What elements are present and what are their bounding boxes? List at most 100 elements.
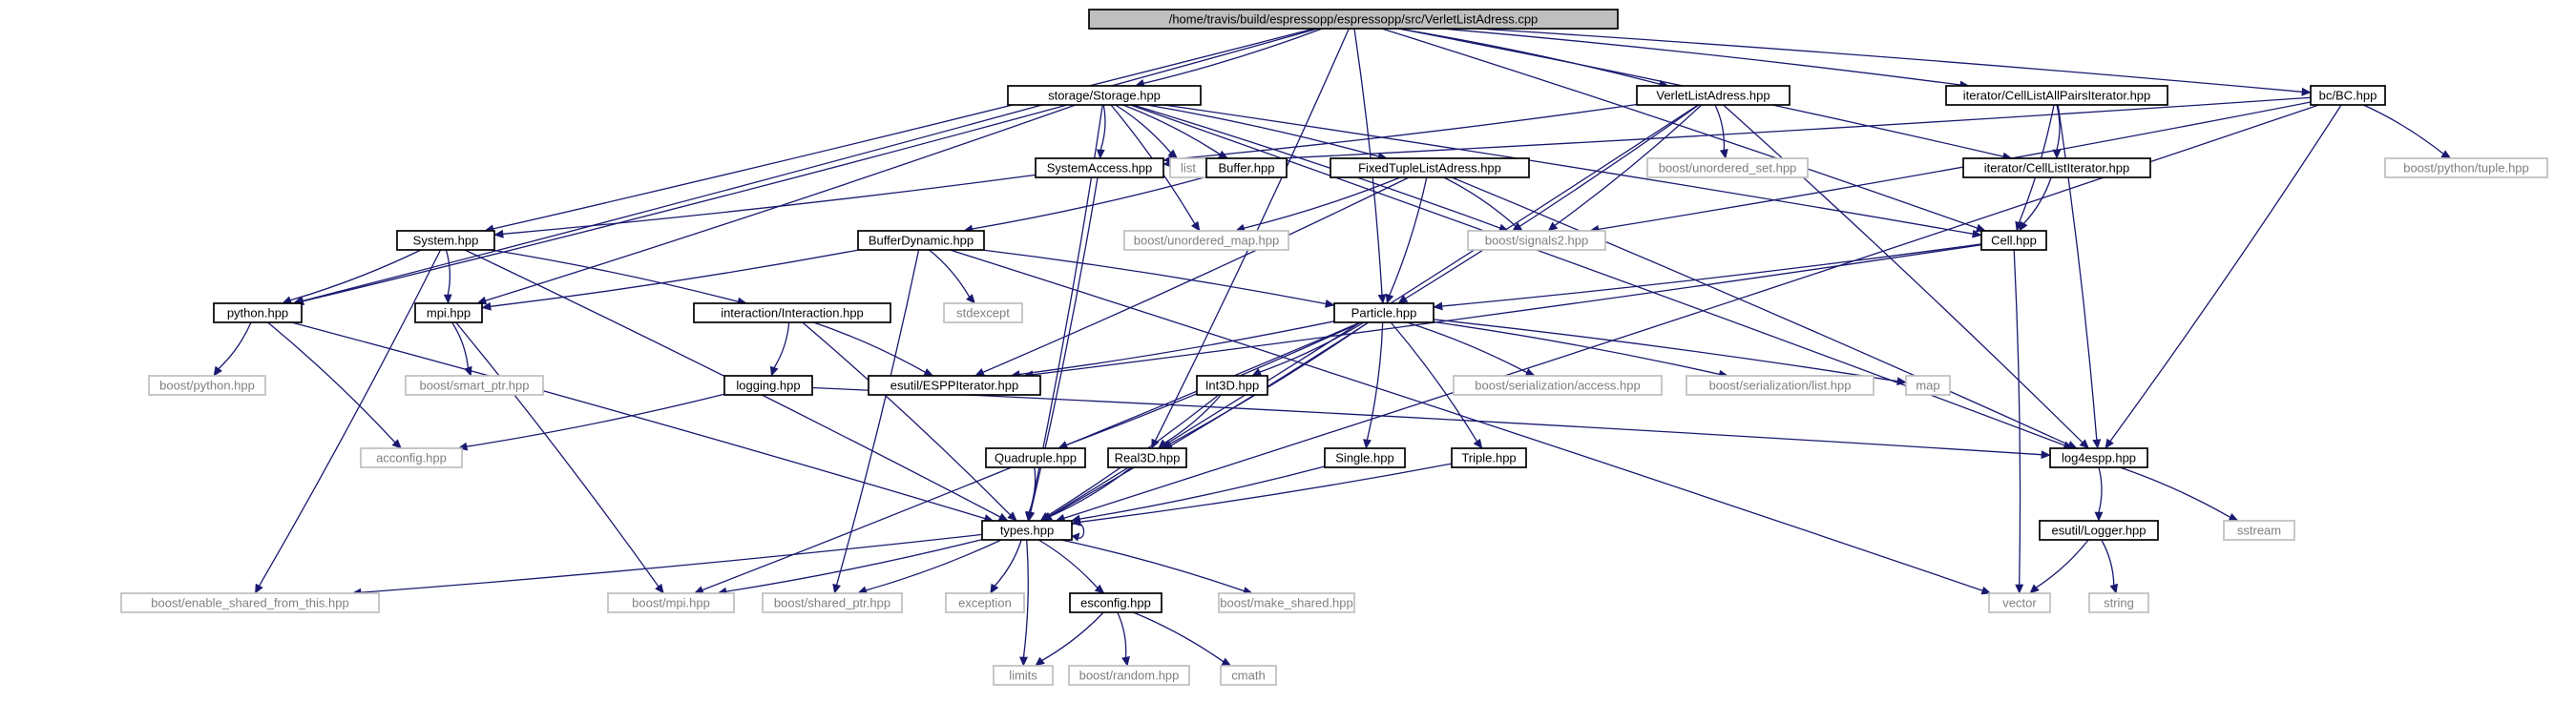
edge-quadruple-to-types bbox=[1024, 466, 1037, 522]
edge-bufdyn-to-vector bbox=[950, 249, 1992, 595]
node-box bbox=[414, 302, 483, 323]
edge-storage-to-buffer bbox=[1122, 104, 1229, 159]
node-python[interactable]: python.hpp bbox=[213, 302, 303, 323]
node-label: esutil/Logger.hpp bbox=[2051, 524, 2146, 538]
node-sysaccess[interactable]: SystemAccess.hpp bbox=[1035, 157, 1164, 178]
node-celllistit[interactable]: iterator/CellListIterator.hpp bbox=[1962, 157, 2151, 178]
edge-line bbox=[1164, 394, 1222, 444]
node-mpi[interactable]: mpi.hpp bbox=[414, 302, 483, 323]
node-allpairs[interactable]: iterator/CellListAllPairsIterator.hpp bbox=[1945, 85, 2168, 106]
edge-system-to-python bbox=[282, 249, 422, 304]
node-types[interactable]: types.hpp bbox=[981, 520, 1073, 541]
edge-fixedtuple-to-log4espp bbox=[1451, 176, 2078, 449]
node-label: boost/random.hpp bbox=[1079, 669, 1180, 683]
node-logger[interactable]: esutil/Logger.hpp bbox=[2039, 520, 2159, 541]
edge-arrowhead bbox=[2228, 513, 2239, 522]
node-label: FixedTupleListAdress.hpp bbox=[1358, 161, 1501, 176]
node-box bbox=[1107, 447, 1187, 468]
node-storage[interactable]: storage/Storage.hpp bbox=[1007, 85, 1202, 106]
edge-arrowhead bbox=[990, 583, 999, 594]
edge-line bbox=[1049, 321, 1369, 517]
edge-line bbox=[1433, 319, 1898, 382]
edge-interaction-to-espp bbox=[813, 321, 934, 377]
edge-sysaccess-to-system bbox=[493, 174, 1037, 238]
node-label: Real3D.hpp bbox=[1115, 451, 1181, 465]
node-limits: limits bbox=[993, 665, 1054, 686]
edge-line bbox=[466, 393, 725, 447]
node-interaction[interactable]: interaction/Interaction.hpp bbox=[693, 302, 891, 323]
node-quadruple[interactable]: Quadruple.hpp bbox=[985, 447, 1086, 468]
node-label: Triple.hpp bbox=[1461, 451, 1516, 465]
edge-arrowhead bbox=[1007, 511, 1017, 522]
node-bc[interactable]: bc/BC.hpp bbox=[2310, 85, 2386, 106]
node-box bbox=[213, 302, 303, 323]
edge-line bbox=[1451, 176, 2069, 445]
node-box bbox=[1196, 375, 1268, 396]
node-buffer[interactable]: Buffer.hpp bbox=[1205, 157, 1288, 178]
edge-line bbox=[1028, 466, 1037, 513]
edge-logger-to-string bbox=[2101, 539, 2119, 594]
edge-arrowhead bbox=[832, 583, 842, 594]
edge-esconfig-to-limits bbox=[1035, 611, 1104, 667]
edge-arrowhead bbox=[974, 368, 986, 377]
node-root[interactable]: /home/travis/build/espressopp/espressopp… bbox=[1088, 9, 1619, 30]
edge-bufdyn-to-particle bbox=[981, 249, 1335, 308]
edge-root-to-system bbox=[484, 28, 1315, 234]
node-label: boost/serialization/access.hpp bbox=[1475, 379, 1640, 393]
edge-esconfig-to-random bbox=[1117, 611, 1130, 667]
node-logging[interactable]: logging.hpp bbox=[723, 375, 813, 396]
edges-layer bbox=[213, 28, 2452, 667]
edge-root-to-storage bbox=[1134, 28, 1323, 88]
node-label: map bbox=[1916, 379, 1939, 393]
node-unordset: boost/unordered_set.hpp bbox=[1646, 157, 1809, 178]
node-label: Quadruple.hpp bbox=[995, 451, 1077, 465]
edge-line bbox=[1441, 243, 1982, 307]
edge-line bbox=[994, 539, 1022, 587]
node-box bbox=[2088, 592, 2149, 613]
edge-arrowhead bbox=[2440, 150, 2452, 159]
edge-arrowhead bbox=[769, 365, 779, 377]
node-label: cmath bbox=[1231, 669, 1265, 683]
node-label: logging.hpp bbox=[736, 379, 800, 393]
edge-line bbox=[2363, 104, 2444, 155]
node-string: string bbox=[2088, 592, 2149, 613]
edge-line bbox=[950, 249, 1983, 591]
node-single[interactable]: Single.hpp bbox=[1324, 447, 1406, 468]
node-triple[interactable]: Triple.hpp bbox=[1451, 447, 1527, 468]
node-bufdyn[interactable]: BufferDynamic.hpp bbox=[857, 230, 985, 251]
node-box bbox=[1453, 375, 1663, 396]
edge-line bbox=[981, 249, 1327, 305]
node-verletlist[interactable]: VerletListAdress.hpp bbox=[1636, 85, 1791, 106]
edge-line bbox=[1163, 104, 1974, 235]
node-log4espp[interactable]: log4espp.hpp bbox=[2049, 447, 2148, 468]
node-box bbox=[120, 592, 380, 613]
node-fixedtuple[interactable]: FixedTupleListAdress.hpp bbox=[1330, 157, 1530, 178]
node-label: limits bbox=[1009, 669, 1037, 683]
node-acconfig: acconfig.hpp bbox=[360, 447, 463, 468]
node-box bbox=[1088, 9, 1619, 30]
edge-line bbox=[1032, 244, 1982, 376]
edge-cell-to-particle bbox=[1433, 243, 1982, 311]
node-system[interactable]: System.hpp bbox=[396, 230, 495, 251]
node-real3d[interactable]: Real3D.hpp bbox=[1107, 447, 1187, 468]
node-particle[interactable]: Particle.hpp bbox=[1333, 302, 1435, 323]
edge-arrowhead bbox=[1071, 532, 1080, 542]
node-label: boost/signals2.hpp bbox=[1485, 234, 1588, 248]
edge-cell-to-espp bbox=[1023, 244, 1982, 380]
node-int3d[interactable]: Int3D.hpp bbox=[1196, 375, 1268, 396]
edge-fixedtuple-to-signals bbox=[1443, 176, 1523, 232]
node-label: esconfig.hpp bbox=[1080, 596, 1151, 610]
edge-arrowhead bbox=[1719, 149, 1728, 159]
node-cell[interactable]: Cell.hpp bbox=[1980, 230, 2047, 251]
node-espp[interactable]: esutil/ESPPIterator.hpp bbox=[868, 375, 1041, 396]
edge-interaction-to-types bbox=[802, 321, 1017, 522]
node-esconfig[interactable]: esconfig.hpp bbox=[1069, 592, 1162, 613]
edge-log4espp-to-sstream bbox=[2119, 466, 2239, 522]
edge-arrowhead bbox=[1363, 439, 1372, 449]
node-makeshared: boost/make_shared.hpp bbox=[1218, 592, 1355, 613]
node-box bbox=[1945, 85, 2168, 106]
edge-line bbox=[1133, 611, 1225, 663]
edge-line bbox=[1146, 104, 1379, 157]
edge-line bbox=[1050, 466, 1132, 517]
